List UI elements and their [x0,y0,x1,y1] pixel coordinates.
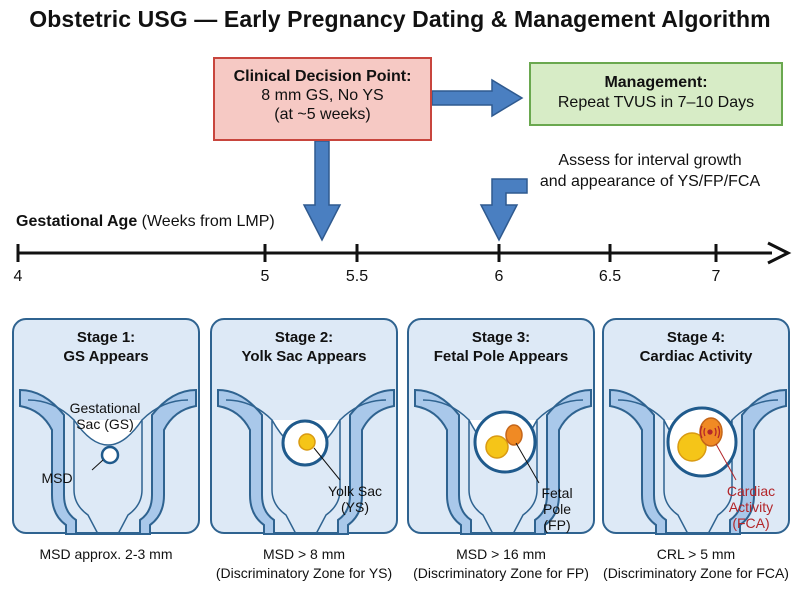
uterus-illustration [414,388,592,535]
axis-label-bold: Gestational Age [16,213,138,230]
gs-annotation: Gestational Sac (GS) [69,400,141,432]
stage-name: Fetal Pole Appears [433,348,569,365]
stage-card-1: Stage 1: GS Appears Gestational Sac (GS)… [12,318,200,535]
gestational-sac-small [100,445,120,465]
tick-label: 4 [13,268,23,285]
tick-label: 6.5 [598,268,622,285]
stage-number: Stage 4: [666,329,726,346]
caption-line1: CRL > 5 mm [656,546,736,562]
management-line1: Repeat TVUS in 7–10 Days [557,94,755,111]
decision-line2: (at ~5 weeks) [274,106,371,123]
clinical-decision-box: Clinical Decision Point: 8 mm GS, No YS … [213,57,432,141]
decision-line1: 8 mm GS, No YS [261,87,384,104]
yolk-sac [485,435,509,459]
fetal-pole [505,424,523,446]
stage-card-3: Stage 3: Fetal Pole Appears Fetal Pole (… [407,318,595,535]
tick-label: 6 [494,268,504,285]
cardiac-signal-icon [699,425,721,439]
fp-annotation: Fetal Pole (FP) [541,485,573,533]
tick-label: 5 [260,268,270,285]
arrow-to-management [431,78,524,118]
uterus-illustration [19,388,197,535]
stage-number: Stage 1: [76,329,136,346]
caption-line1: MSD > 8 mm [262,546,346,562]
stage-title: Stage 2: Yolk Sac Appears [212,328,396,366]
yolk-sac [677,432,707,462]
uterus-illustration [217,388,395,535]
stage-number: Stage 3: [471,329,531,346]
axis-label: Gestational Age (Weeks from LMP) [16,213,275,231]
tick-label: 7 [711,268,721,285]
stage-name: Cardiac Activity [639,348,753,365]
tick-label: 5.5 [345,268,369,285]
fca-annotation: Cardiac Activity (FCA) [726,483,776,531]
assess-line2: and appearance of YS/FP/FCA [539,173,761,190]
uterus-illustration [609,388,787,535]
timeline-arrowhead [767,241,792,265]
management-box: Management: Repeat TVUS in 7–10 Days [529,62,783,126]
stage-name: GS Appears [63,348,149,365]
assess-note: Assess for interval growth and appearanc… [510,150,790,192]
caption-line2: (Discriminatory Zone for FP) [413,565,589,581]
stage-card-4: Stage 4: Cardiac Activity Cardiac Activi… [602,318,790,535]
stage-caption-1: MSD approx. 2-3 mm [6,545,206,564]
management-heading: Management: [604,74,708,91]
caption-line1: MSD approx. 2-3 mm [39,546,173,562]
caption-line2: (Discriminatory Zone for YS) [215,565,393,581]
assess-line1: Assess for interval growth [558,152,742,169]
stage-title: Stage 3: Fetal Pole Appears [409,328,593,366]
stage-caption-4: CRL > 5 mm (Discriminatory Zone for FCA) [596,545,796,583]
decision-heading: Clinical Decision Point: [233,68,412,85]
stage-card-2: Stage 2: Yolk Sac Appears Yolk Sac (YS) [210,318,398,535]
stage-number: Stage 2: [274,329,334,346]
axis-label-rest: (Weeks from LMP) [137,213,275,230]
stage-caption-3: MSD > 16 mm (Discriminatory Zone for FP) [401,545,601,583]
stage-name: Yolk Sac Appears [241,348,367,365]
ys-annotation: Yolk Sac (YS) [328,483,382,515]
arrow-decision-down [302,140,342,242]
msd-annotation: MSD [41,470,73,486]
stage-caption-2: MSD > 8 mm (Discriminatory Zone for YS) [204,545,404,583]
stage-title: Stage 4: Cardiac Activity [604,328,788,366]
stage-title: Stage 1: GS Appears [14,328,198,366]
page-title: Obstetric USG — Early Pregnancy Dating &… [29,6,771,32]
caption-line2: (Discriminatory Zone for FCA) [603,565,789,581]
caption-line1: MSD > 16 mm [456,546,546,562]
yolk-sac [298,433,316,451]
